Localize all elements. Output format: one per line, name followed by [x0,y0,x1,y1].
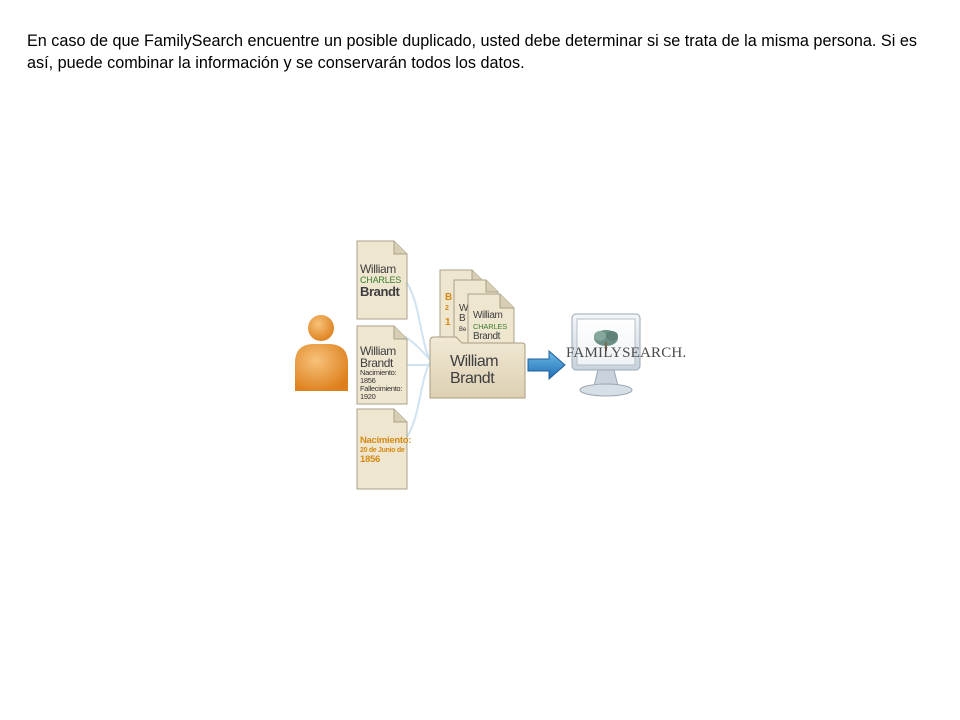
monitor-icon [571,313,641,397]
record2-death-year: 1920 [360,392,376,401]
folder-icon [429,336,526,399]
svg-text:B: B [459,313,466,324]
stacked-records: B 2 1 W B Be [439,269,515,347]
svg-text:Be: Be [459,327,467,333]
stack-top-last: Brandt [473,331,501,342]
svg-text:1: 1 [445,317,451,328]
record2-last-name: Brandt [360,356,393,370]
person-icon [295,315,348,391]
record2-first-name: William [360,344,396,358]
tree-icon [594,330,618,351]
stack-top-middle: CHARLES [473,322,508,331]
record3-year: 1856 [360,454,380,465]
record2-birth-label: Nacimiento: [360,368,397,377]
record1-first-name: William [360,262,396,276]
stack-top-record: William CHARLES Brandt [473,310,508,342]
svg-text:2: 2 [445,305,449,312]
record2-birth-year: 1856 [360,376,376,385]
record3-label: Nacimiento: [360,435,412,446]
record-card-dates: William Brandt Nacimiento: 1856 Fallecim… [356,325,408,405]
folder-first-name: William [450,353,499,370]
folder-label: William Brandt [450,353,499,387]
intro-paragraph: En caso de que FamilySearch encuentre un… [27,32,917,72]
folder-last-name: Brandt [450,370,495,387]
record1-last-name: Brandt [360,284,400,299]
svg-text:B: B [445,292,452,303]
arrow-right-icon [527,350,566,380]
record2-death-label: Fallecimiento: [360,384,403,393]
record-card-birth: Nacimiento: 20 de Junio de 1856 [356,408,412,490]
record-card-name: William CHARLES Brandt [356,240,408,320]
svg-text:W: W [459,303,469,314]
familysearch-logo: FAMILYSEARCH. [566,345,687,361]
record3-date: 20 de Junio de [360,447,405,454]
record1-middle-name: CHARLES [360,275,402,285]
stack-top-first: William [473,310,503,321]
